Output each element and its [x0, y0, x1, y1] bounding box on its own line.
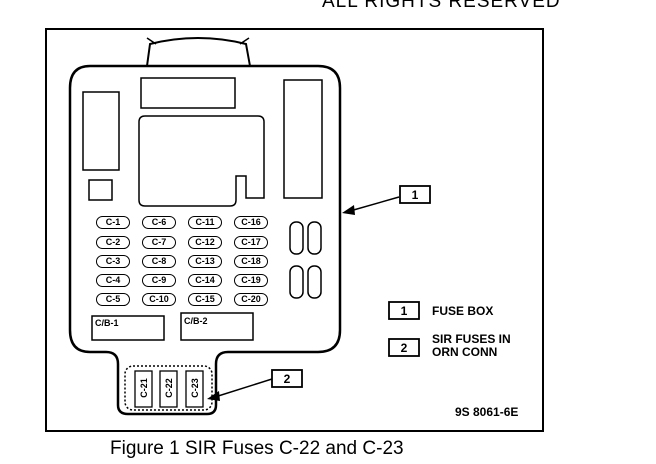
fuse: C-5: [96, 293, 130, 306]
copyright-header: ALL RIGHTS RESERVED: [322, 0, 561, 12]
fuse: C-17: [234, 236, 268, 249]
figure-caption: Figure 1 SIR Fuses C-22 and C-23: [110, 438, 404, 459]
figure-code: 9S 8061-6E: [455, 405, 519, 419]
sir-fuse-label: C-22: [164, 378, 174, 398]
fuse: C-10: [142, 293, 176, 306]
fuse: C-7: [142, 236, 176, 249]
fuse: C-8: [142, 255, 176, 268]
fuse: C-1: [96, 216, 130, 229]
circuit-breaker-label: C/B-2: [184, 316, 208, 326]
legend-text: SIR FUSES IN ORN CONN: [432, 332, 511, 359]
fuse: C-19: [234, 274, 268, 287]
diagram-frame: [45, 28, 544, 432]
legend-text: FUSE BOX: [432, 304, 494, 318]
callout-number: 1: [411, 188, 419, 202]
fuse: C-14: [188, 274, 222, 287]
fuse: C-9: [142, 274, 176, 287]
legend-number: 1: [400, 304, 408, 318]
fuse: C-11: [188, 216, 222, 229]
sir-fuse-label: C-23: [190, 378, 200, 398]
legend-number: 2: [400, 341, 408, 355]
fuse: C-18: [234, 255, 268, 268]
callout-number: 2: [283, 372, 291, 386]
fuse: C-16: [234, 216, 268, 229]
fuse: C-6: [142, 216, 176, 229]
fuse: C-20: [234, 293, 268, 306]
fuse: C-4: [96, 274, 130, 287]
fuse: C-15: [188, 293, 222, 306]
circuit-breaker-label: C/B-1: [95, 318, 119, 328]
sir-fuse-label: C-21: [139, 378, 149, 398]
fuse: C-3: [96, 255, 130, 268]
fuse: C-12: [188, 236, 222, 249]
fuse: C-2: [96, 236, 130, 249]
fuse: C-13: [188, 255, 222, 268]
